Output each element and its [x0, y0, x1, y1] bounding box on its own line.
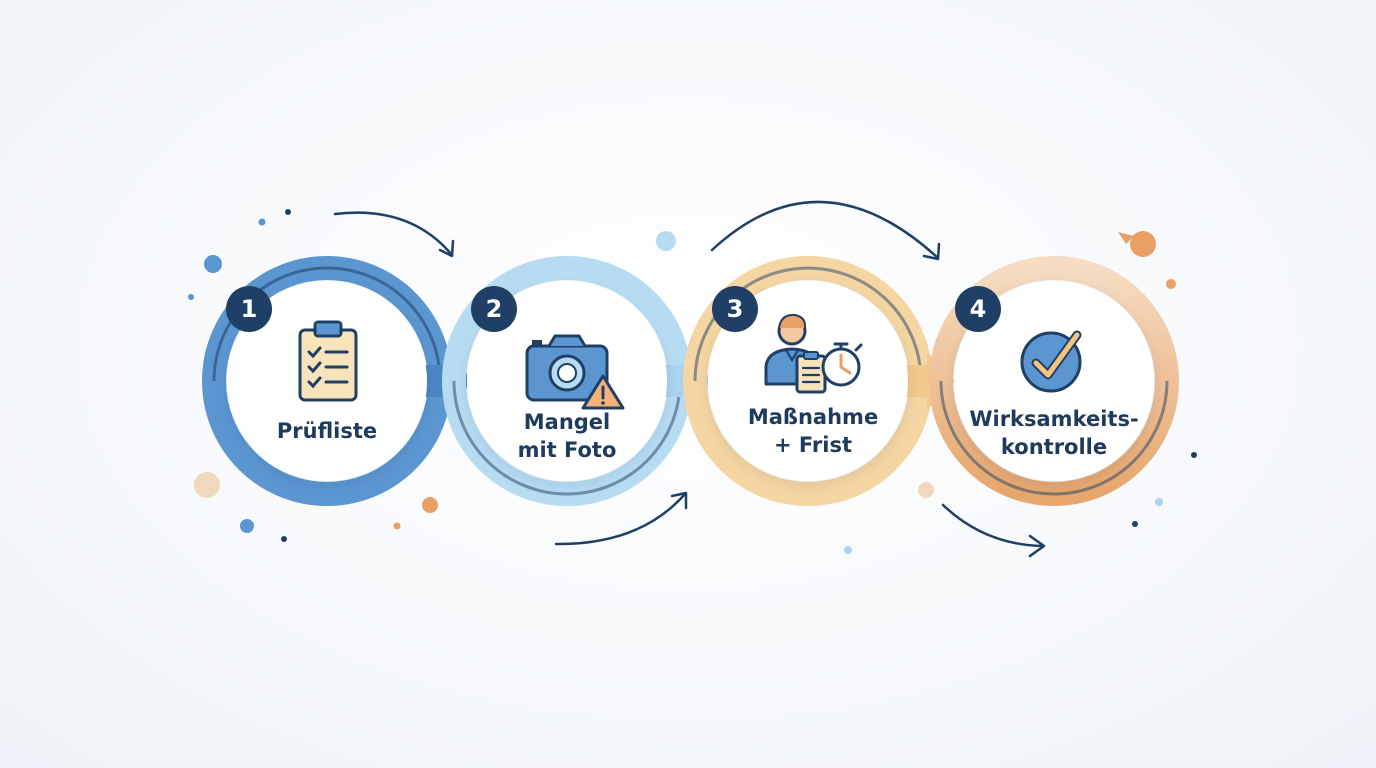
- step-2-number-badge: 2: [471, 286, 517, 332]
- step-4-number-badge: 4: [955, 286, 1001, 332]
- decorative-dots: [188, 209, 1197, 554]
- arrow-top-3-4: [710, 200, 940, 260]
- flow-arrows: [333, 200, 1046, 558]
- clipboard-checklist-icon: [298, 320, 358, 402]
- arrow-top-1-2: [333, 211, 454, 257]
- check-circle-icon: [1020, 330, 1082, 393]
- step-3-ring: [683, 256, 955, 506]
- step-1-label: Prüfliste: [276, 419, 378, 443]
- step-1-ring: [202, 256, 474, 506]
- step-2-label: Mangel mit Foto: [517, 410, 617, 462]
- arrow-bottom-4: [941, 503, 1045, 548]
- step-1-number-badge: 1: [226, 286, 272, 332]
- camera-warning-icon: [525, 334, 625, 410]
- person-clipboard-stopwatch-icon: [764, 313, 863, 394]
- step-4-label: Wirksamkeits- kontrolle: [969, 407, 1139, 459]
- step-4-ring: [929, 256, 1179, 506]
- arrow-bottom-2-3: [554, 492, 687, 546]
- step-3-number-badge: 3: [712, 286, 758, 332]
- step-3-label: Maßnahme + Frist: [747, 405, 879, 457]
